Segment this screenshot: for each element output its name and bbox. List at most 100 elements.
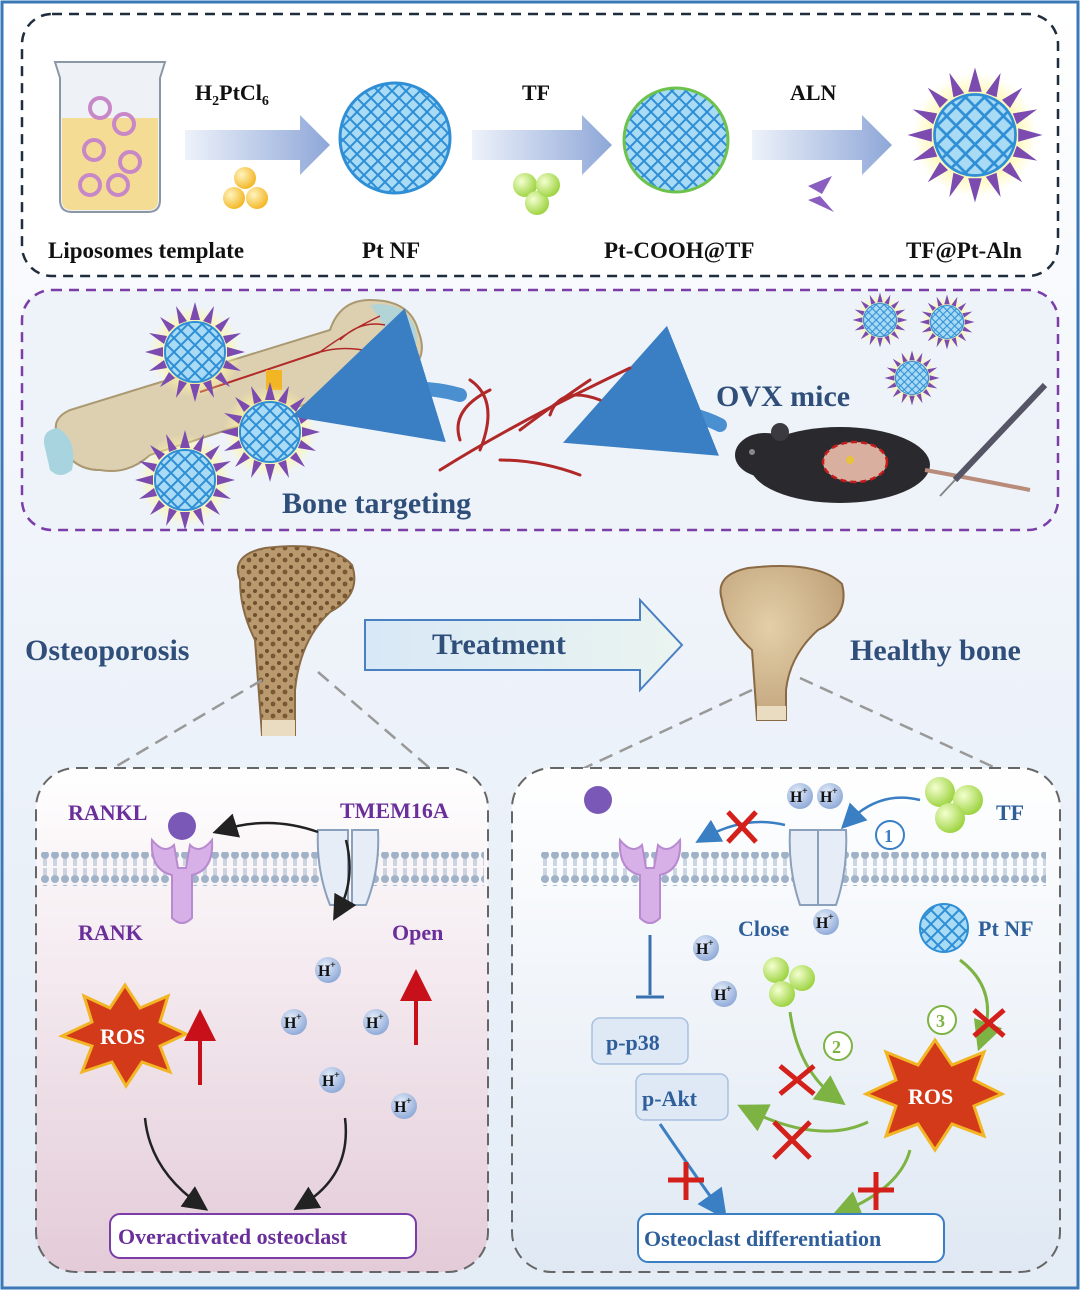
nanoparticle-bone-1 bbox=[144, 301, 246, 403]
pt-nf-sphere-icon bbox=[338, 81, 452, 195]
label-tmem16a: TMEM16A bbox=[340, 798, 449, 823]
zoom-line-left-b bbox=[317, 671, 433, 771]
label-p-akt: p-Akt bbox=[642, 1086, 698, 1111]
tf-particles-cytoplasm-icon bbox=[763, 957, 815, 1007]
proton-r1: H+ bbox=[787, 783, 813, 809]
label-close: Close bbox=[738, 916, 790, 941]
tf-particles-right-icon bbox=[925, 777, 983, 833]
svg-text:H: H bbox=[366, 1015, 379, 1032]
syringe-icon bbox=[939, 382, 1048, 497]
proton-r3: H+ bbox=[813, 909, 839, 935]
label-open: Open bbox=[392, 920, 443, 945]
beaker-icon bbox=[53, 61, 167, 213]
pt-nf-right-icon bbox=[919, 903, 969, 953]
nanoparticle-bone-2 bbox=[219, 381, 321, 483]
svg-text:+: + bbox=[330, 960, 336, 971]
arrow-tf-to-channel bbox=[840, 796, 921, 830]
svg-text:H: H bbox=[318, 963, 331, 980]
ros-left-label: ROS bbox=[100, 1024, 145, 1049]
proton-l4: H+ bbox=[319, 1067, 345, 1093]
arrow-ros-to-akt bbox=[737, 1104, 869, 1133]
arrow-ros-to-outcome-right bbox=[830, 1149, 912, 1219]
proton-l1: H+ bbox=[315, 957, 341, 983]
svg-text:H: H bbox=[816, 915, 829, 932]
label-tf-pt-aln: TF@Pt-Aln bbox=[906, 238, 1022, 264]
aln-triangles-icon bbox=[808, 176, 834, 212]
step-3-number: 3 bbox=[936, 1011, 945, 1031]
zoom-line-right-a bbox=[579, 688, 753, 772]
svg-text:H: H bbox=[284, 1015, 297, 1032]
zoom-line-left-a bbox=[109, 678, 263, 772]
svg-text:H: H bbox=[820, 789, 833, 806]
svg-text:+: + bbox=[708, 938, 714, 949]
svg-text:H: H bbox=[714, 987, 727, 1004]
nanoparticle-cloud-1 bbox=[851, 291, 909, 349]
step-1-number: 1 bbox=[884, 826, 893, 846]
proton-l5: H+ bbox=[391, 1093, 417, 1119]
x-mark-6 bbox=[858, 1172, 894, 1210]
step-2-badge bbox=[823, 1031, 853, 1061]
proton-r2: H+ bbox=[817, 783, 843, 809]
x-mark-4 bbox=[772, 1120, 812, 1160]
x-mark-2 bbox=[778, 1064, 816, 1096]
proton-r5: H+ bbox=[711, 981, 737, 1007]
p-p38-box bbox=[591, 1017, 689, 1065]
tf-pt-aln-nanoparticle-icon bbox=[906, 66, 1044, 204]
nanoparticle-bone-3 bbox=[134, 429, 236, 531]
proton-r4: H+ bbox=[693, 935, 719, 961]
label-bone-targeting: Bone targeting bbox=[282, 487, 471, 520]
pt-cooh-tf-sphere-icon bbox=[622, 86, 730, 194]
left-membrane bbox=[40, 852, 484, 886]
p-akt-box bbox=[635, 1073, 729, 1121]
arrow-proton-efflux bbox=[333, 839, 357, 921]
svg-text:+: + bbox=[406, 1096, 412, 1107]
svg-text:+: + bbox=[378, 1012, 384, 1023]
tf-green-particles-icon bbox=[513, 173, 560, 215]
blood-vessels-icon bbox=[438, 366, 632, 477]
svg-text:+: + bbox=[832, 786, 838, 797]
label-rankl: RANKL bbox=[68, 800, 147, 825]
ros-right-label: ROS bbox=[908, 1084, 953, 1109]
svg-text:+: + bbox=[296, 1012, 302, 1023]
label-overactivated-osteoclast: Overactivated osteoclast bbox=[118, 1224, 348, 1249]
arrow-ptnf-to-ros bbox=[959, 958, 1003, 1052]
step-2-number: 2 bbox=[832, 1037, 841, 1057]
label-ovx-mice: OVX mice bbox=[716, 380, 850, 413]
reagent-aln: ALN bbox=[790, 80, 837, 105]
svg-text:H: H bbox=[696, 941, 709, 958]
outcome-box-right bbox=[637, 1213, 945, 1263]
ros-burst-left-icon bbox=[57, 982, 190, 1089]
svg-text:+: + bbox=[726, 984, 732, 995]
arrow-to-vessels bbox=[562, 325, 727, 456]
ros-burst-right-icon bbox=[862, 1037, 1006, 1153]
label-osteoclast-differentiation: Osteoclast differentiation bbox=[644, 1226, 881, 1251]
step-3-badge bbox=[927, 1005, 957, 1035]
treatment-arrow bbox=[364, 597, 684, 693]
label-p-p38: p-p38 bbox=[606, 1030, 660, 1055]
healthy-femur-icon bbox=[719, 565, 845, 721]
arrow-step-1 bbox=[185, 115, 330, 175]
zoom-line-right-b bbox=[799, 676, 1001, 772]
arrow-step-3 bbox=[752, 115, 892, 175]
x-mark-1 bbox=[726, 810, 758, 844]
mouse-icon bbox=[735, 423, 1031, 503]
arrow-akt-to-outcome bbox=[658, 1123, 727, 1220]
osteoporotic-femur-icon bbox=[236, 545, 356, 736]
rank-receptor-icon bbox=[150, 837, 214, 924]
tmem16a-channel-closed-icon bbox=[788, 829, 848, 906]
rankl-ligand-right-icon bbox=[584, 786, 612, 814]
label-healthy-bone: Healthy bone bbox=[850, 634, 1021, 667]
arrow-ros-to-outcome bbox=[143, 1117, 209, 1211]
label-tf-right: TF bbox=[996, 800, 1024, 825]
x-mark-3 bbox=[972, 1008, 1006, 1038]
svg-text:H: H bbox=[394, 1099, 407, 1116]
label-pt-nf: Pt NF bbox=[362, 238, 420, 263]
label-pt-cooh-tf: Pt-COOH@TF bbox=[604, 238, 754, 264]
yellow-particles-icon bbox=[223, 167, 268, 209]
tmem16a-channel-open-icon bbox=[316, 829, 380, 906]
nanoparticle-cloud-3 bbox=[883, 349, 941, 407]
proton-l2: H+ bbox=[281, 1009, 307, 1035]
arrow-tf-to-ros bbox=[788, 1011, 846, 1106]
